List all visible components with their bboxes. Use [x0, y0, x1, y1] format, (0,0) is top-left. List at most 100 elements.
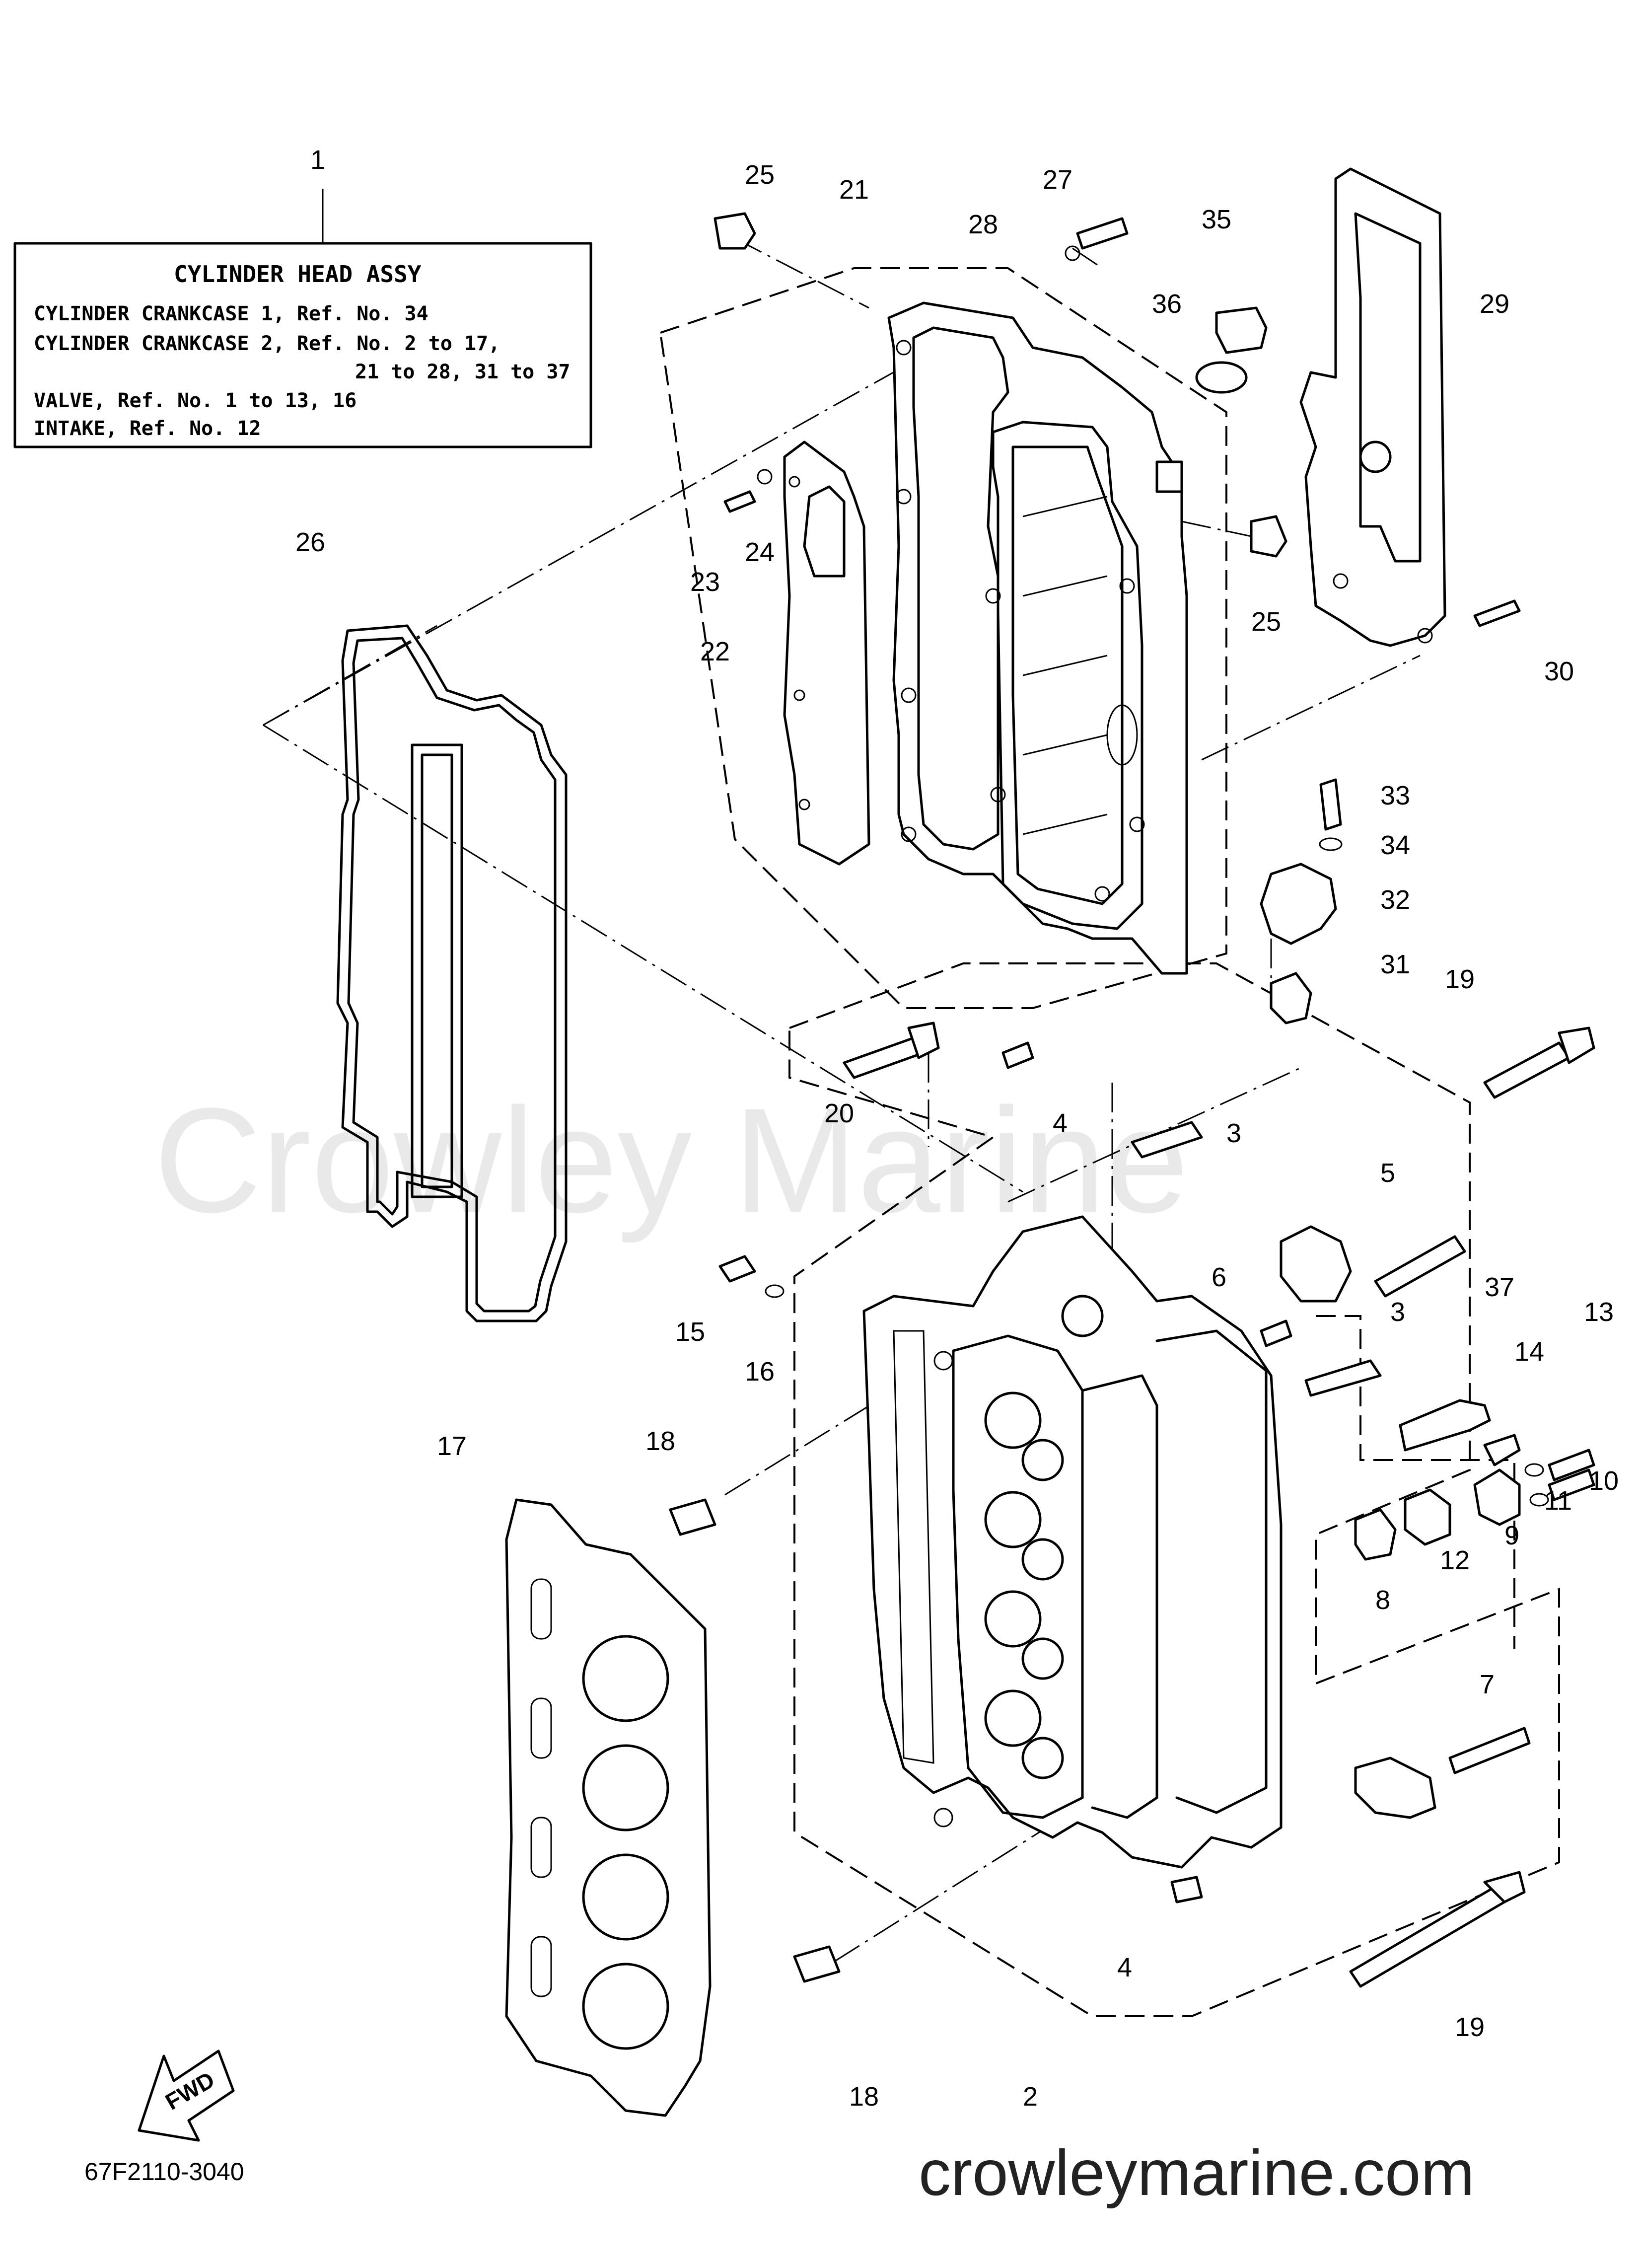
bearing-cap-lower — [1354, 1756, 1436, 1819]
callout-10: 10 — [1589, 1466, 1619, 1496]
callout-28: 28 — [968, 210, 998, 239]
grommet-top — [714, 212, 756, 250]
sensor-parts — [1260, 778, 1343, 1024]
callout-7: 7 — [1480, 1670, 1495, 1699]
washer-16 — [765, 1284, 785, 1298]
sensor-seal — [1483, 1434, 1521, 1466]
housing — [1473, 1468, 1521, 1526]
callout-15: 15 — [675, 1317, 705, 1347]
callout-18-upper: 18 — [645, 1426, 675, 1456]
callout-34: 34 — [1380, 830, 1410, 860]
callout-13: 13 — [1584, 1297, 1614, 1327]
callout-31: 31 — [1380, 950, 1410, 979]
dowel-3-upper — [1131, 1121, 1203, 1159]
washer-a — [1524, 1463, 1544, 1477]
plug-4-upper — [1001, 1041, 1034, 1069]
callout-32: 32 — [1380, 885, 1410, 915]
cover-gasket — [336, 624, 568, 1322]
cylinder-cover-group-outline — [659, 267, 1227, 1009]
cylinder-head-cover — [887, 301, 1188, 975]
callout-21: 21 — [839, 175, 869, 205]
collar-18-upper — [669, 1498, 716, 1536]
callout-29: 29 — [1480, 289, 1509, 319]
callout-3-top: 3 — [1226, 1118, 1241, 1148]
oil-filler-cap — [1215, 306, 1268, 354]
callout-24: 24 — [745, 537, 775, 567]
mounting-bracket — [1299, 167, 1446, 647]
callout-17: 17 — [437, 1431, 467, 1461]
label-box-line-2: CYLINDER CRANKCASE 2, Ref. No. 2 to 17, — [34, 332, 500, 355]
pin — [1260, 1319, 1292, 1347]
small-cover-parts — [714, 212, 1521, 627]
bearing-cap-upper — [1280, 1225, 1352, 1303]
bracket-bolt — [1473, 599, 1521, 627]
sensor-washer — [1319, 837, 1343, 851]
callout-8: 8 — [1375, 1585, 1390, 1615]
callout-30: 30 — [1544, 657, 1574, 686]
label-box-line-4: VALVE, Ref. No. 1 to 13, 16 — [34, 389, 357, 412]
label-box-line-3: 21 to 28, 31 to 37 — [355, 361, 570, 383]
callout-2: 2 — [1023, 2082, 1038, 2112]
watermark-text: Crowley Marine — [154, 1077, 1189, 1244]
callout-18-lower: 18 — [849, 2082, 879, 2112]
long-bolt-lower — [1349, 1886, 1506, 1988]
callout-25-right: 25 — [1251, 607, 1281, 637]
sensor-cap — [1354, 1508, 1397, 1561]
callout-22: 22 — [700, 637, 730, 666]
callout-36: 36 — [1152, 289, 1182, 319]
dowel-pin — [1304, 1359, 1382, 1397]
bolt-a — [1548, 1449, 1595, 1481]
callout-5: 5 — [1380, 1158, 1395, 1188]
callout-35: 35 — [1202, 205, 1231, 234]
plate-screw — [723, 490, 756, 513]
collar-18-lower — [793, 1945, 841, 1983]
grommet-right — [1250, 515, 1287, 558]
bolt-15 — [718, 1255, 756, 1283]
cover-plate — [783, 440, 870, 866]
forward-arrow: FWD — [138, 2049, 235, 2142]
callout-19-lower: 19 — [1455, 2012, 1485, 2042]
callout-26: 26 — [295, 527, 325, 557]
oil-seal — [1404, 1488, 1451, 1546]
callout-4-lower: 4 — [1117, 1953, 1132, 1982]
label-box: CYLINDER HEAD ASSY CYLINDER CRANKCASE 1,… — [13, 189, 592, 448]
site-url: crowleymarine.com — [919, 2136, 1475, 2209]
spark-plug — [1399, 1399, 1491, 1452]
callout-20: 20 — [824, 1098, 854, 1128]
callout-37: 37 — [1485, 1272, 1514, 1302]
cylinder-head — [862, 1215, 1283, 1869]
sensor-bolt — [1319, 778, 1342, 831]
callout-23: 23 — [690, 567, 720, 597]
head-bolt-20 — [843, 1036, 925, 1079]
label-box-title: CYLINDER HEAD ASSY — [174, 261, 422, 288]
callout-27: 27 — [1043, 165, 1072, 195]
plug-4-lower — [1170, 1876, 1203, 1903]
sensor-group-outline — [1316, 1315, 1515, 1649]
head-gasket — [505, 1498, 712, 2117]
sensor-body — [1260, 863, 1337, 945]
callout-numbers: 1 25 21 27 28 35 36 29 26 23 24 22 25 30… — [295, 145, 1619, 2112]
callout-12: 12 — [1440, 1545, 1470, 1575]
callout-25-top: 25 — [745, 160, 775, 190]
callout-4-top: 4 — [1053, 1108, 1068, 1138]
cap-bolt-lower — [1448, 1727, 1531, 1774]
head-small-parts — [669, 1022, 1595, 1983]
cylinder-head-group-outline — [788, 962, 1560, 2017]
label-box-line-5: INTAKE, Ref. No. 12 — [34, 417, 261, 440]
callout-3-right: 3 — [1390, 1297, 1405, 1327]
sensor-plug — [1270, 972, 1312, 1024]
washer-b — [1529, 1493, 1549, 1507]
cap-bolt-upper — [1374, 1235, 1466, 1298]
part-code: 67F2110-3040 — [84, 2158, 244, 2186]
callout-16: 16 — [745, 1357, 775, 1387]
o-ring — [1195, 361, 1248, 394]
long-bolt-upper — [1483, 1041, 1571, 1099]
cover-bolt — [1076, 217, 1129, 250]
callout-33: 33 — [1380, 781, 1410, 810]
callout-14: 14 — [1514, 1337, 1544, 1367]
label-box-line-1: CYLINDER CRANKCASE 1, Ref. No. 34 — [34, 302, 428, 325]
bolt-b — [1548, 1468, 1595, 1501]
callout-9: 9 — [1504, 1521, 1519, 1550]
